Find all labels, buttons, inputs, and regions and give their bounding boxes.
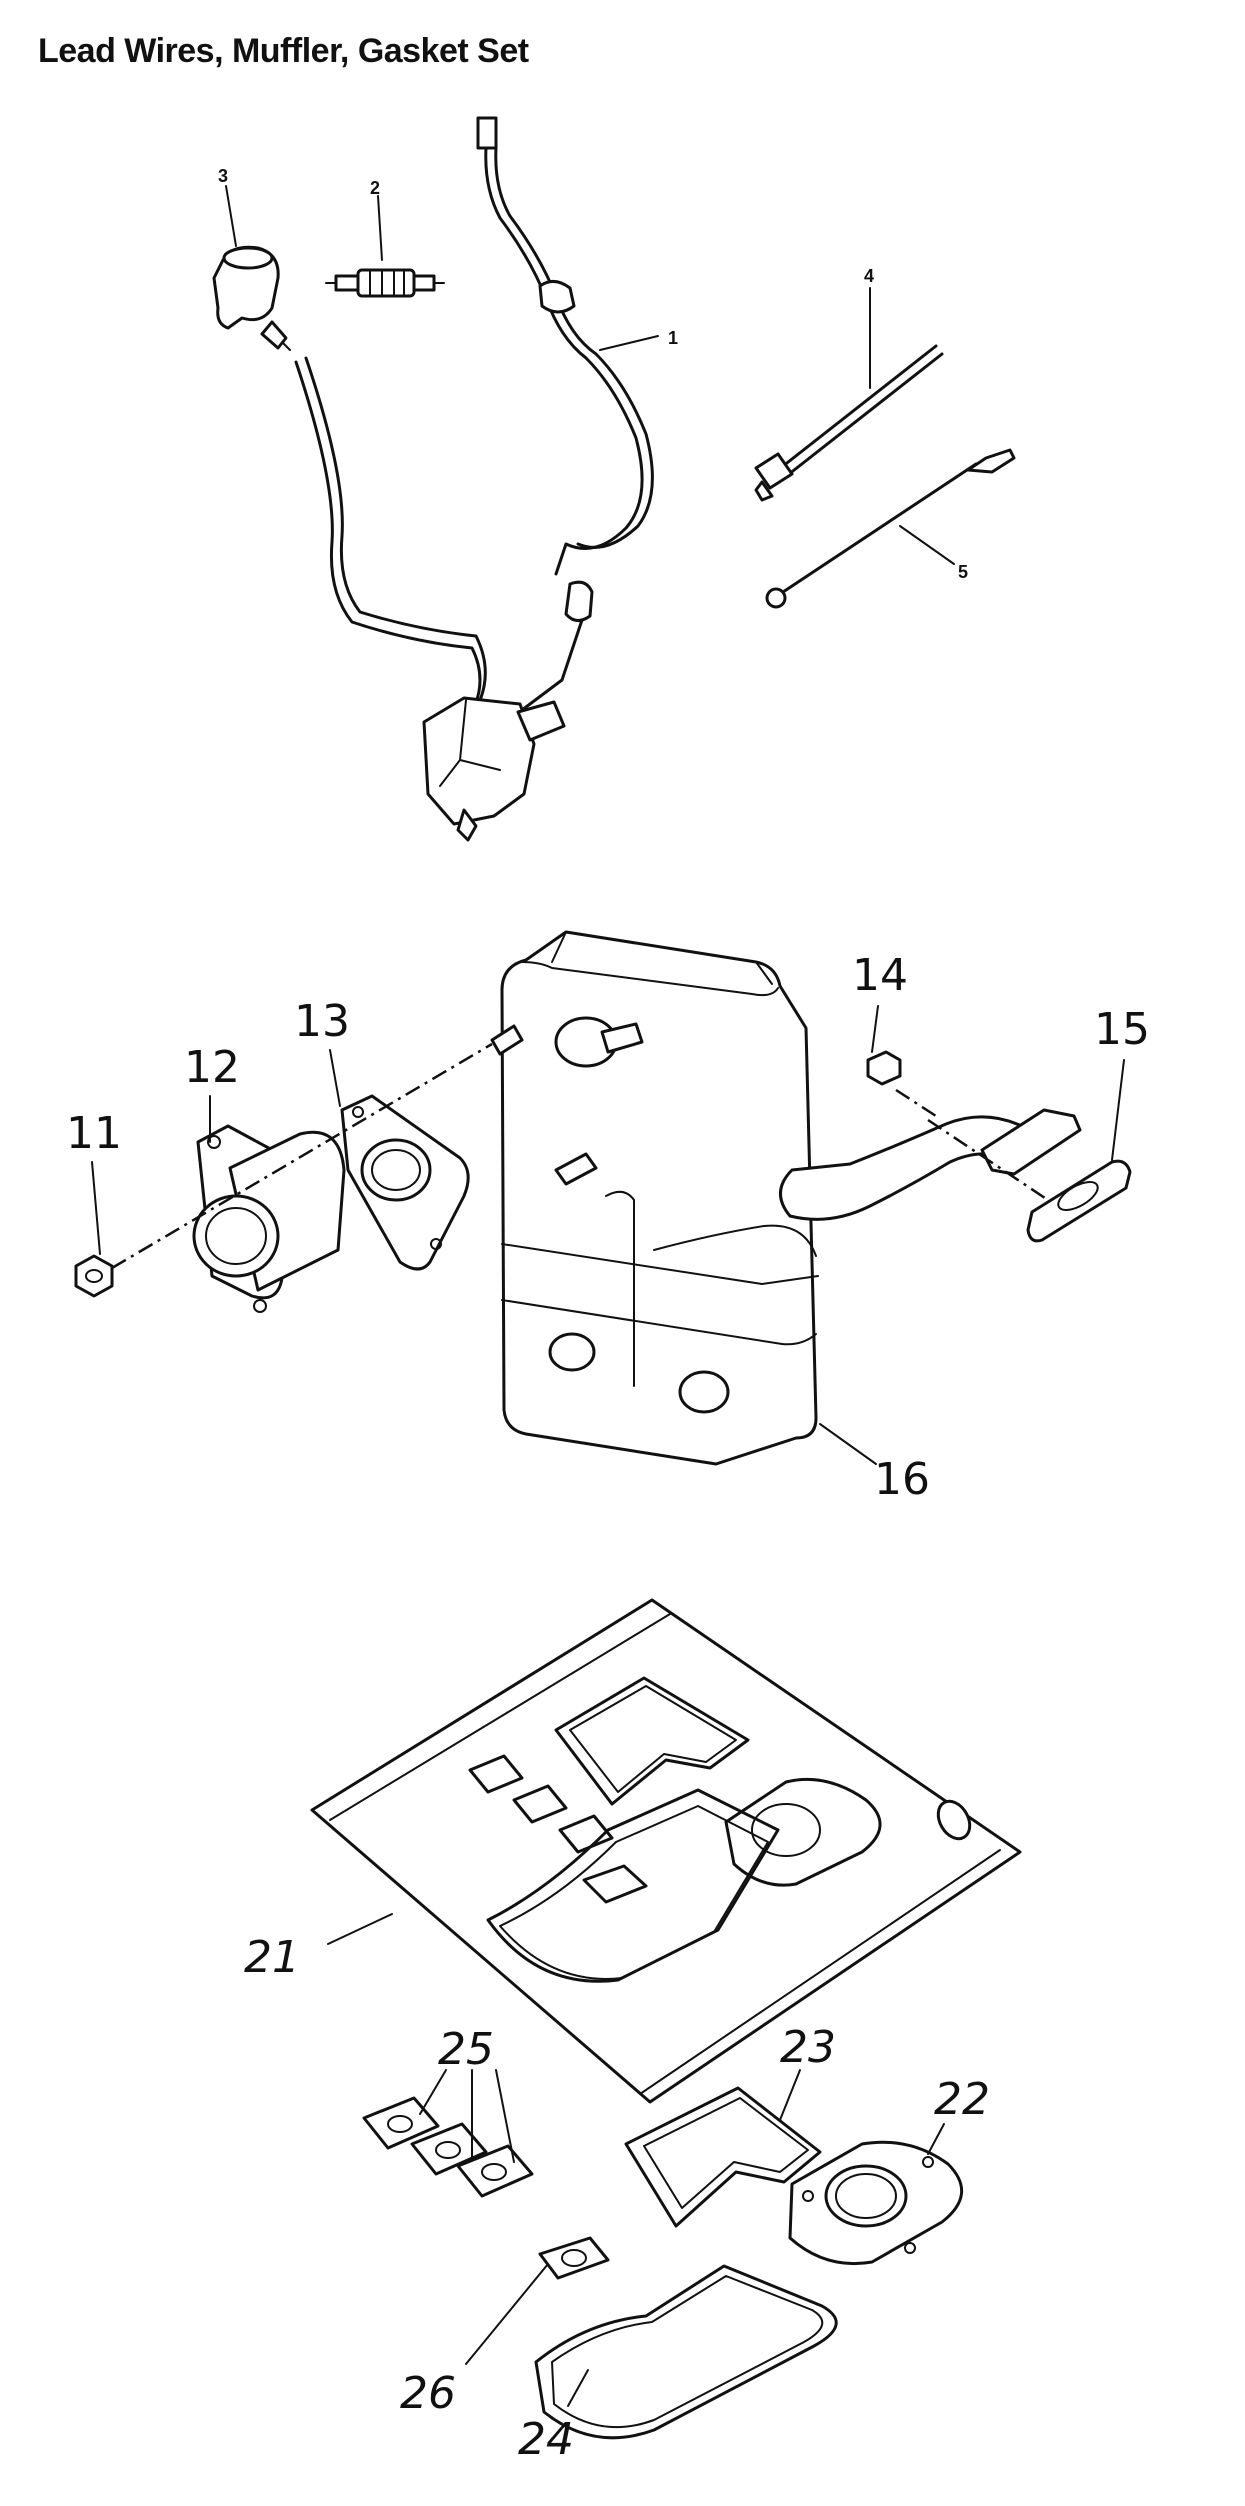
lead-wire-part-1 [476, 116, 654, 712]
stud-bolt [490, 1024, 524, 1056]
muffler-group: 11 12 13 14 15 16 [66, 930, 1150, 1505]
spark-plug-boot-part-3 [212, 245, 291, 351]
nut-part-14 [866, 1050, 937, 1118]
leader-11 [91, 1161, 101, 1255]
centerline [111, 1042, 493, 1270]
callout-14: 14 [852, 950, 908, 1001]
exhaust-gasket-part-15 [927, 1118, 1132, 1243]
callout-12: 12 [184, 1042, 240, 1093]
leader-5 [899, 525, 955, 565]
leader-14 [871, 1005, 879, 1053]
leader-23 [779, 2069, 801, 2121]
callout-5: 5 [958, 562, 968, 582]
callout-1: 1 [668, 328, 678, 348]
flange-part-12 [192, 1124, 346, 1313]
page-title: Lead Wires, Muffler, Gasket Set [38, 32, 529, 70]
muffler-part-16 [500, 930, 819, 1466]
leader-2 [377, 195, 383, 261]
head-gasket-part-22 [788, 2140, 964, 2266]
leader-22 [927, 2123, 945, 2155]
intake-gaskets-part-25 [362, 2096, 534, 2198]
callout-11: 11 [66, 1108, 122, 1159]
lead-wire-part-4 [754, 344, 944, 502]
gasket-set-group: 21 25 23 22 26 24 [244, 1598, 1022, 2465]
spark-plug-part-2 [325, 268, 445, 298]
callout-4: 4 [864, 266, 874, 286]
leader-24 [567, 2369, 589, 2407]
nut-part-11 [74, 1254, 114, 1298]
callout-23: 23 [780, 2022, 836, 2073]
crankcase-gasket-part-24 [534, 2264, 838, 2440]
callout-13: 13 [294, 996, 350, 1047]
callout-15: 15 [1094, 1004, 1150, 1055]
leader-25 [419, 2069, 515, 2163]
leader-16 [819, 1423, 877, 1465]
leader-26 [465, 2263, 549, 2365]
leader-15 [1111, 1059, 1125, 1161]
leader-3 [225, 185, 237, 247]
gasket-part-13 [340, 1094, 470, 1271]
callout-25: 25 [438, 2024, 494, 2075]
callout-22: 22 [934, 2074, 990, 2125]
callout-2: 2 [370, 178, 380, 198]
muffler-outlet-pipe [779, 1108, 1082, 1221]
callout-3: 3 [218, 166, 228, 186]
callout-24: 24 [518, 2414, 574, 2465]
callout-26: 26 [400, 2368, 456, 2419]
callout-21: 21 [244, 1932, 300, 1983]
leader-13 [329, 1049, 341, 1107]
gasket-set-sheet-part-21 [310, 1598, 1022, 2104]
gasket-part-26 [538, 2236, 610, 2280]
ignition-module [422, 696, 566, 842]
lead-wire-part-5 [765, 448, 1016, 609]
lead-wires-group: 3 2 1 4 5 [212, 116, 1016, 842]
callout-16: 16 [874, 1454, 930, 1505]
leader-1 [599, 335, 659, 351]
leader-21 [327, 1913, 393, 1945]
rocker-cover-gasket-part-23 [624, 2086, 822, 2228]
